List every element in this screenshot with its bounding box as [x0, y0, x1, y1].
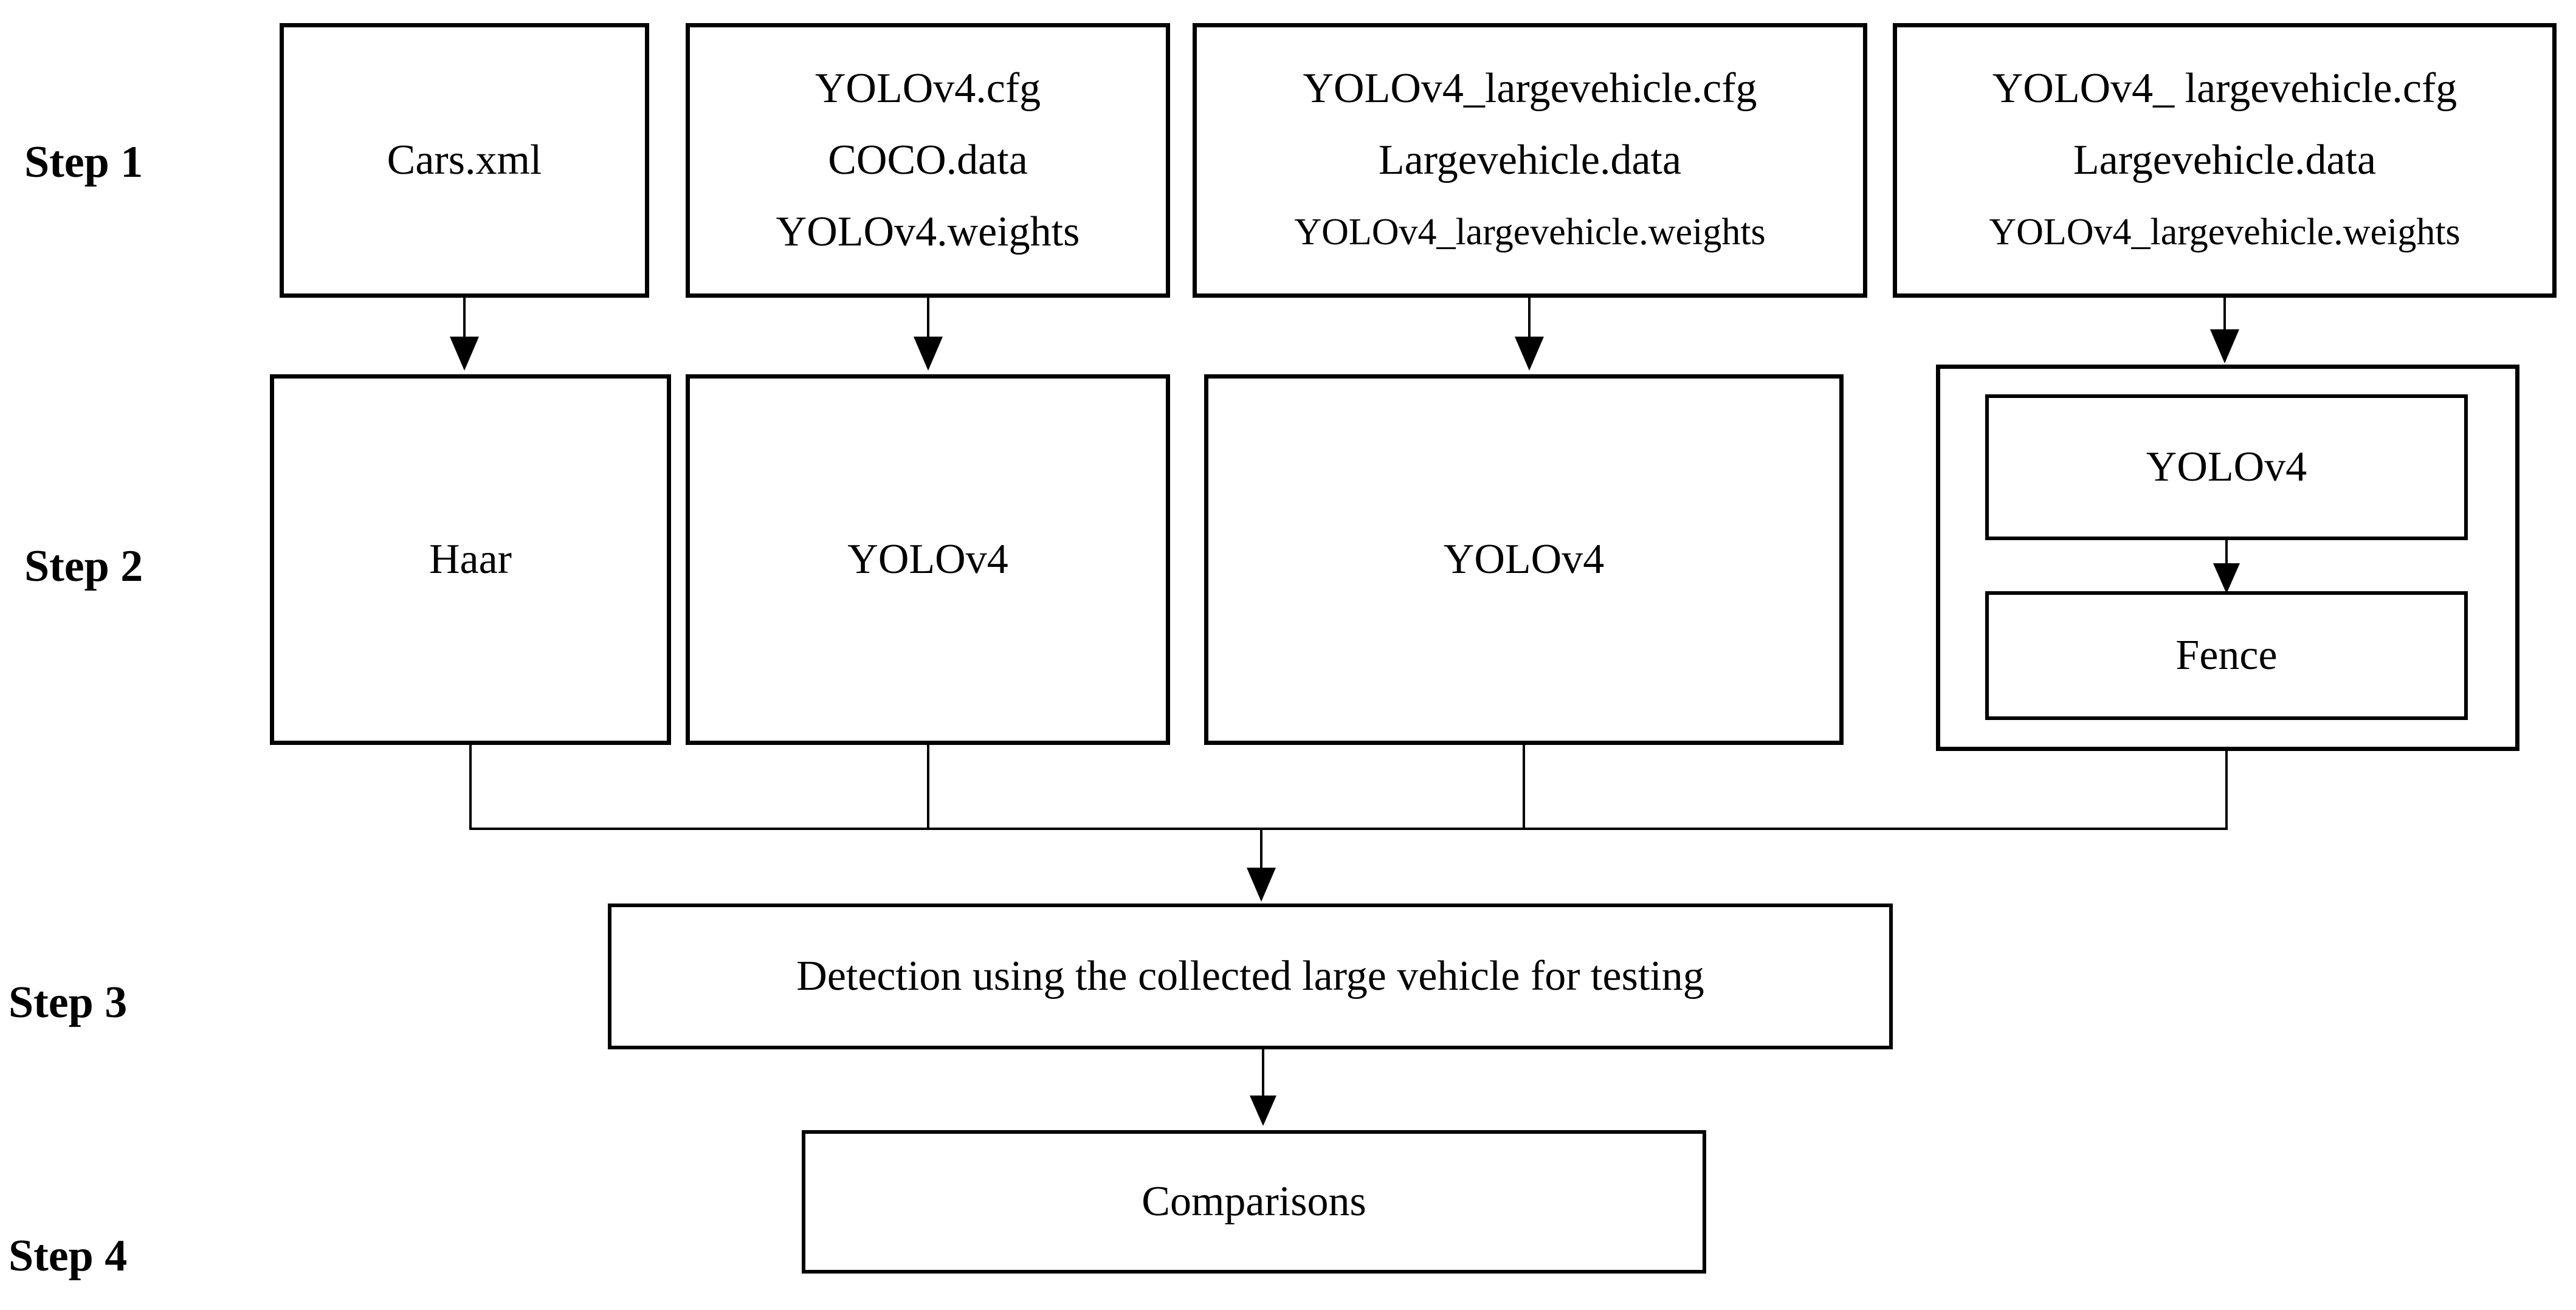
step-3-label: Step 3: [9, 978, 128, 1027]
arrow-down-icon: [1247, 868, 1276, 902]
connector-line: [2225, 751, 2228, 830]
comparisons-text: Comparisons: [1142, 1178, 1366, 1225]
connector-line: [2223, 298, 2226, 331]
coco-config-line-3: YOLOv4.weights: [776, 208, 1080, 255]
box-haar: Haar: [270, 374, 671, 745]
detection-text: Detection using the collected large vehi…: [796, 953, 1704, 1000]
merge-connector-line: [469, 828, 2228, 830]
fence-text: Fence: [2175, 632, 2278, 679]
arrow-down-icon: [1515, 337, 1544, 371]
box-detection: Detection using the collected large vehi…: [608, 904, 1893, 1049]
arrow-down-icon: [2210, 329, 2239, 363]
arrow-down-icon: [914, 337, 943, 371]
yolov4-b-text: YOLOv4: [1443, 536, 1605, 583]
yolov4-a-text: YOLOv4: [847, 536, 1008, 583]
step-1-label: Step 1: [24, 137, 143, 187]
largevehicle1-line-3: YOLOv4_largevehicle.weights: [1294, 211, 1766, 253]
connector-line: [1262, 1049, 1264, 1097]
box-yolov4-b: YOLOv4: [1204, 374, 1844, 745]
box-comparisons: Comparisons: [802, 1130, 1706, 1274]
largevehicle2-line-2: Largevehicle.data: [2073, 137, 2377, 183]
box-yolov4-a: YOLOv4: [686, 374, 1170, 745]
connector-line: [1523, 745, 1525, 830]
box-largevehicle-config-1: YOLOv4_largevehicle.cfg Largevehicle.dat…: [1193, 23, 1867, 298]
box-yolov4-nested: YOLOv4: [1985, 394, 2468, 540]
step-2-label: Step 2: [24, 541, 143, 591]
coco-config-line-2: COCO.data: [828, 137, 1028, 183]
connector-line: [927, 745, 929, 830]
cars-xml-text: Cars.xml: [387, 137, 542, 183]
box-coco-config: YOLOv4.cfg COCO.data YOLOv4.weights: [686, 23, 1170, 298]
largevehicle2-line-3: YOLOv4_largevehicle.weights: [1989, 211, 2461, 253]
yolov4-nested-text: YOLOv4: [2146, 444, 2307, 490]
coco-config-line-1: YOLOv4.cfg: [814, 65, 1041, 112]
largevehicle2-line-1: YOLOv4_ largevehicle.cfg: [1992, 65, 2457, 112]
largevehicle1-line-2: Largevehicle.data: [1378, 137, 1682, 183]
box-largevehicle-config-2: YOLOv4_ largevehicle.cfg Largevehicle.da…: [1893, 23, 2557, 298]
connector-line: [1528, 298, 1531, 338]
arrow-down-icon: [2213, 563, 2240, 594]
connector-line: [1260, 828, 1262, 869]
box-cars-xml: Cars.xml: [280, 23, 649, 298]
step-4-label: Step 4: [9, 1231, 128, 1281]
connector-line: [927, 298, 929, 338]
connector-line: [463, 298, 466, 338]
connector-line: [469, 745, 472, 830]
box-fence: Fence: [1985, 591, 2468, 720]
arrow-down-icon: [1250, 1096, 1276, 1126]
connector-line: [2225, 540, 2228, 564]
haar-text: Haar: [429, 536, 512, 583]
arrow-down-icon: [450, 337, 479, 371]
largevehicle1-line-1: YOLOv4_largevehicle.cfg: [1303, 65, 1757, 112]
